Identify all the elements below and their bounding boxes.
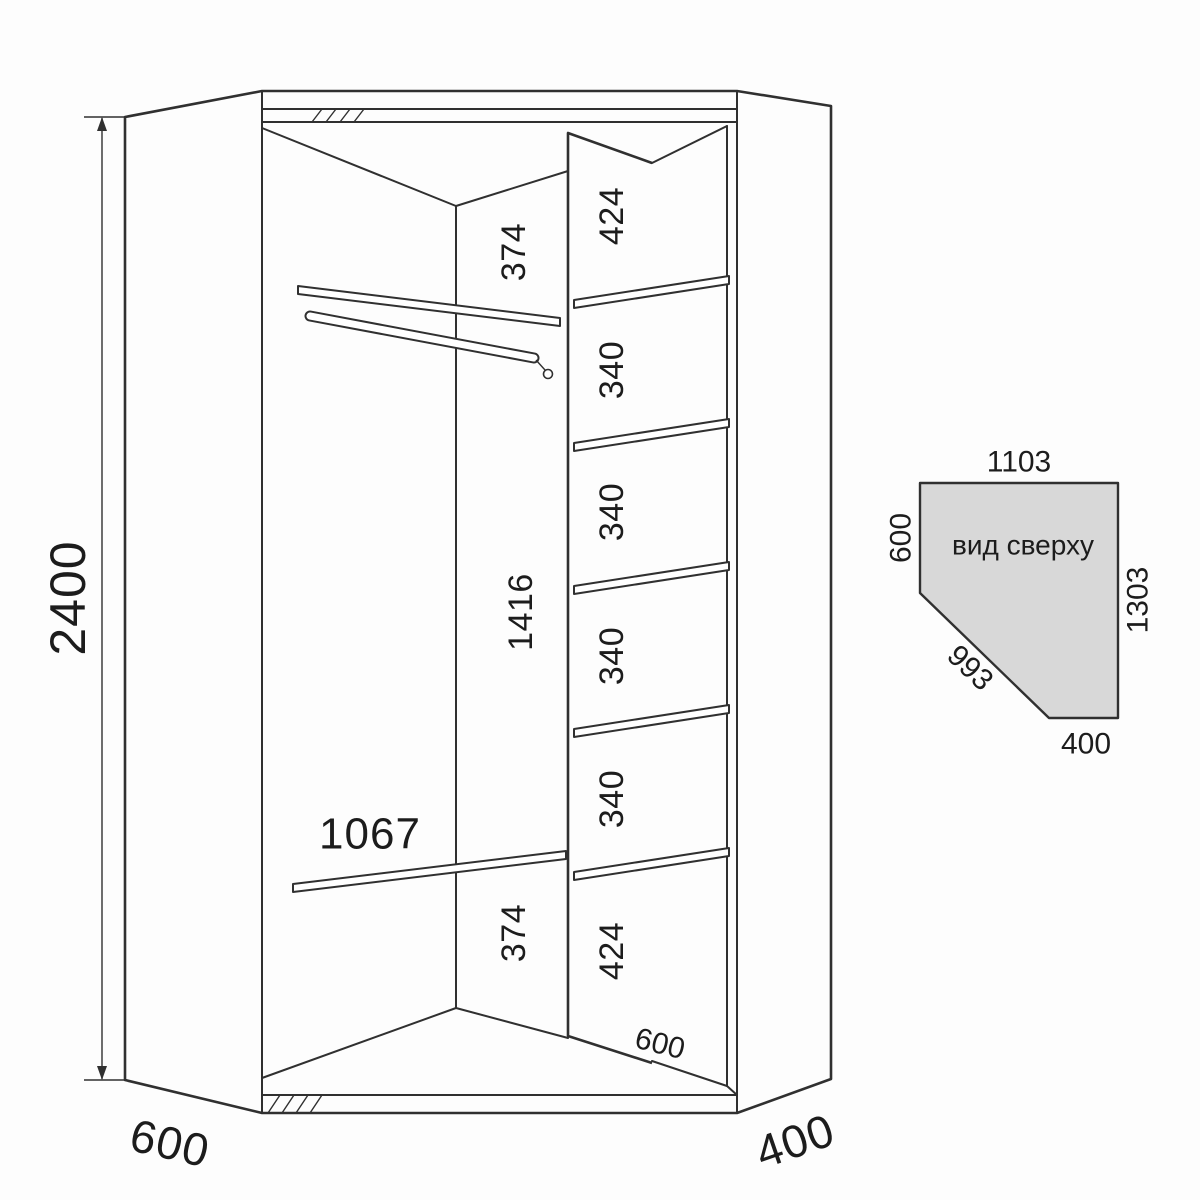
dim-hanging-height: 1416 — [502, 573, 540, 651]
arrow-down — [97, 1066, 107, 1080]
dim-right-depth: 400 — [749, 1103, 841, 1178]
dim-compartment-2: 340 — [593, 483, 631, 541]
dim-left-depth: 600 — [125, 1109, 214, 1178]
top-view-outline — [918, 481, 1120, 720]
dim-left-side: 600 — [885, 513, 918, 563]
bottom-panel-strip — [261, 1094, 738, 1114]
dim-shelf-width: 1067 — [319, 810, 421, 859]
shelf-column — [573, 275, 730, 881]
dim-overall-height: 2400 — [40, 540, 96, 655]
front-view-drawing: 2400 600 400 374 1416 374 1067 600 424 3… — [40, 89, 841, 1179]
top-panel-strip — [261, 108, 738, 123]
column-top-edge — [651, 125, 728, 164]
right-wall-bottom-corner — [726, 1085, 738, 1096]
top-strip-hatch-marks — [311, 108, 365, 123]
rod-hook-stem — [535, 359, 546, 371]
shelf-1 — [573, 275, 730, 309]
dimension-line-2400 — [84, 116, 127, 1081]
rod-support-shelf — [297, 285, 561, 327]
left-wall-floor-edge — [261, 1007, 457, 1079]
dim-right-side: 1303 — [1122, 567, 1155, 634]
cabinet-body-outline — [123, 89, 833, 1115]
hanging-rod-core — [306, 312, 538, 362]
top-view-diagram: вид сверху 1103 600 1303 993 400 — [885, 446, 1155, 761]
rod-hook-ball — [542, 368, 554, 380]
right-wall-top-edge — [455, 170, 569, 207]
dim-bottom-width: 400 — [1061, 728, 1111, 761]
bottom-shelf — [292, 850, 567, 893]
shelf-4 — [573, 704, 730, 738]
dim-top-width: 1103 — [987, 446, 1052, 479]
right-wall-floor-edge — [455, 1007, 569, 1039]
dim-compartment-3: 340 — [593, 627, 631, 685]
dim-compartment-4: 340 — [593, 770, 631, 828]
hanging-section — [292, 285, 567, 893]
shelf-2 — [573, 418, 730, 452]
shelf-5 — [573, 847, 730, 881]
shelf-3 — [573, 561, 730, 595]
left-wall-top-edge — [261, 127, 457, 207]
compartment-labels: 424 340 340 340 340 424 — [593, 187, 631, 980]
dim-top-gap: 374 — [495, 223, 533, 281]
top-view-caption: вид сверху — [952, 530, 1094, 561]
dim-bottom-gap: 374 — [495, 904, 533, 962]
divider-panel — [566, 125, 728, 1065]
dim-compartment-0: 424 — [593, 187, 631, 245]
floor-edge-right-of-divider — [651, 1060, 728, 1087]
bottom-strip-hatch-marks — [267, 1094, 323, 1114]
arrow-up — [97, 117, 107, 131]
dim-compartment-1: 340 — [593, 341, 631, 399]
dim-compartment-5: 424 — [593, 922, 631, 980]
